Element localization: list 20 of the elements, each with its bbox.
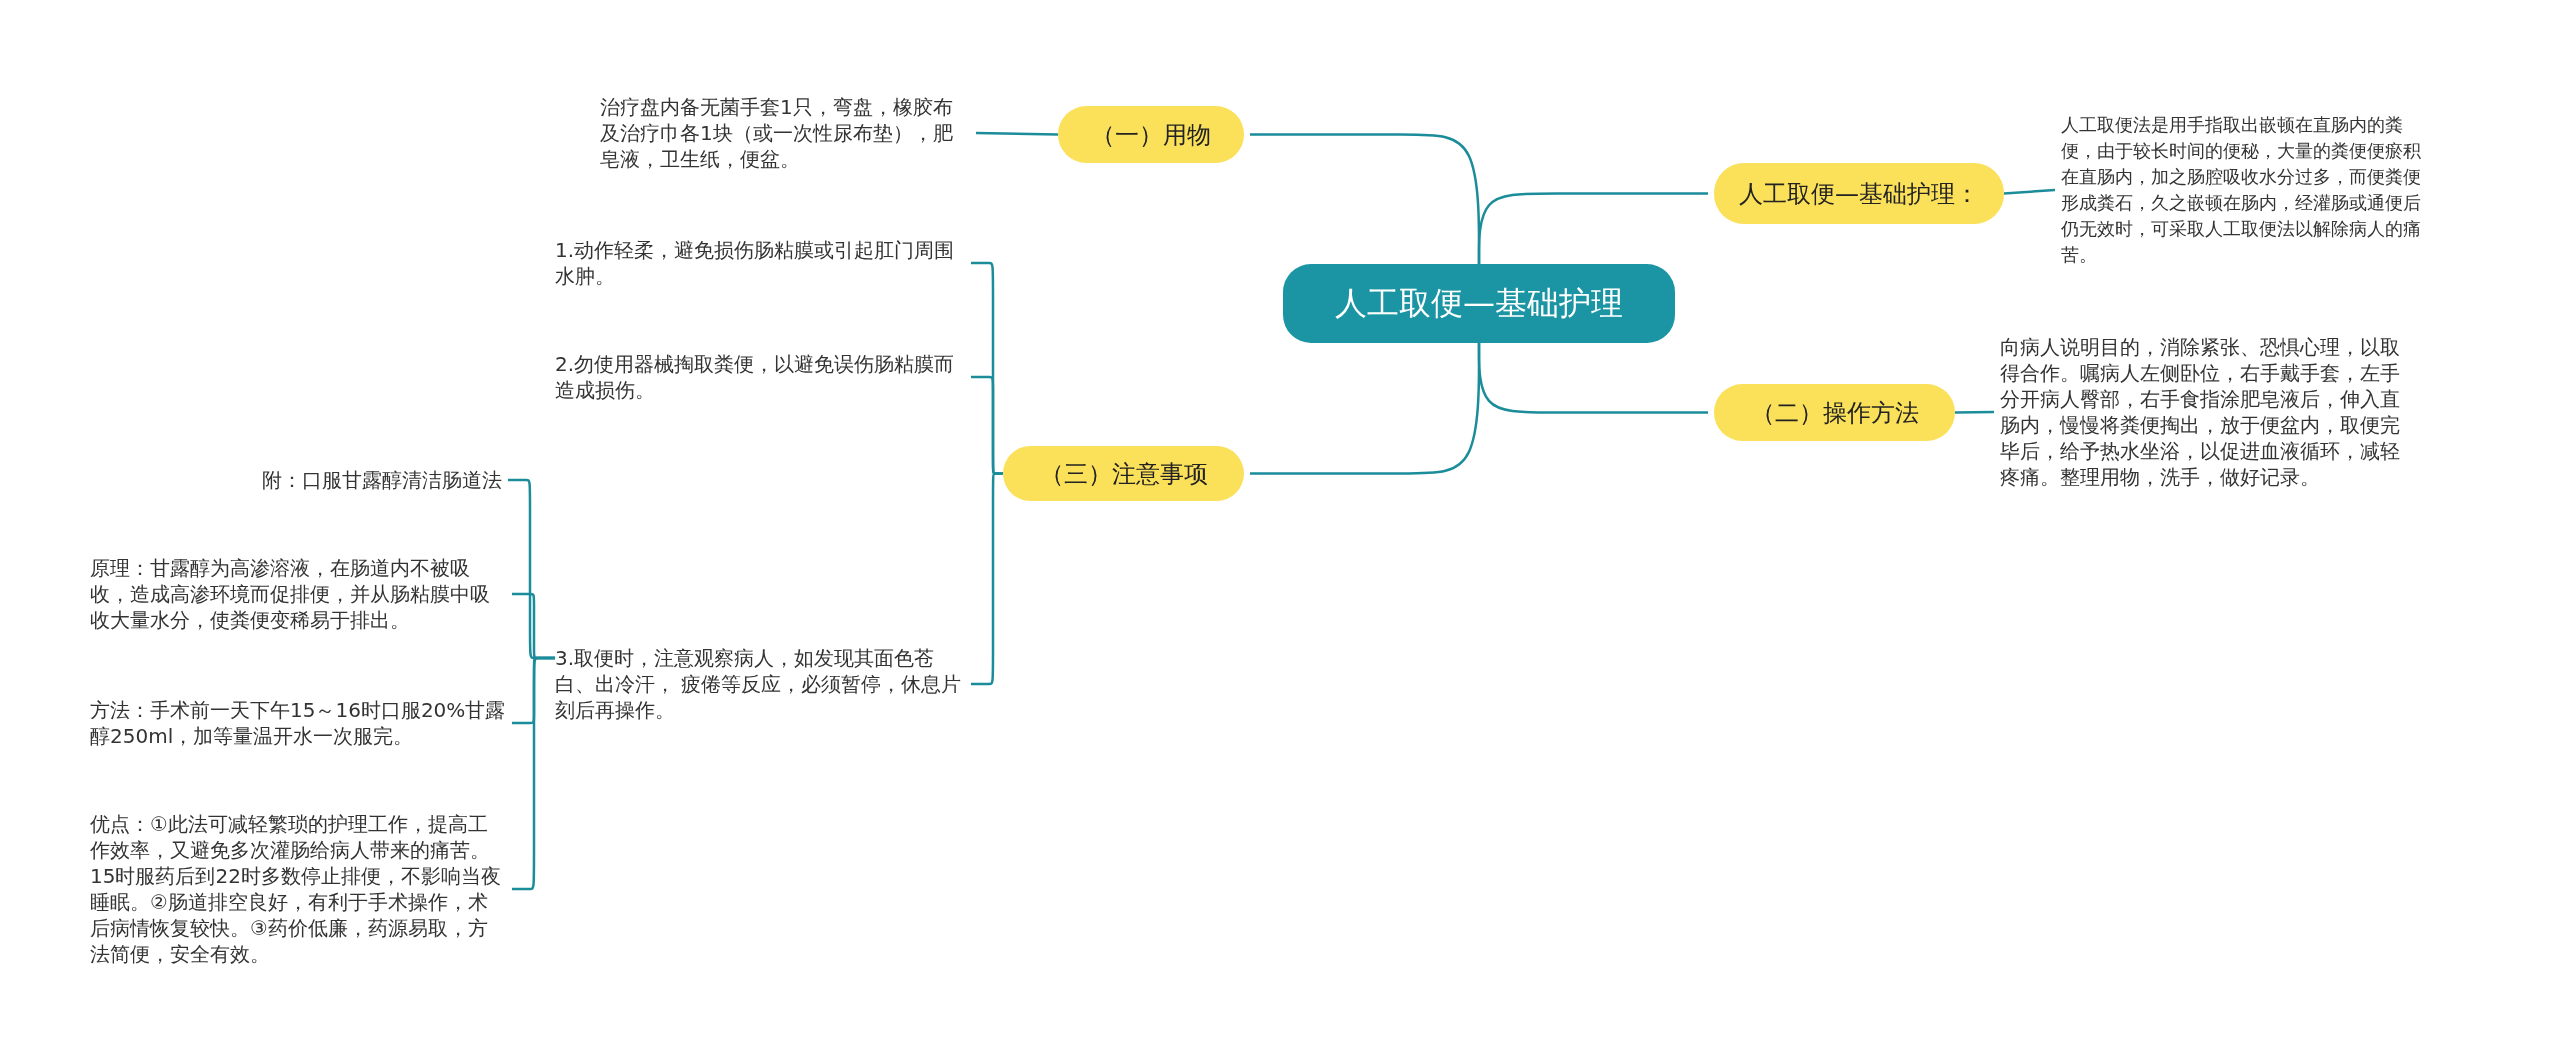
topic-pill: （二）操作方法 (1714, 384, 1955, 441)
topic-pill: 人工取便—基础护理： (1714, 163, 2004, 224)
note-text: 人工取便法是用手指取出嵌顿在直肠内的粪便，由于较长时间的便秘，大量的粪便便瘀积在直肠内，加之肠腔吸收水分过多，而便粪便形成粪石，久之嵌顿在肠内，经灌肠或通便后仍无效时，可采取人工取便法以解除病人的痛苦。 (2061, 112, 2433, 268)
topic-pill: （一）用物 (1058, 106, 1244, 163)
note-text: 治疗盘内备无菌手套1只，弯盘，橡胶布及治疗巾各1块（或一次性尿布垫），肥皂液，卫生纸，便盆。 (600, 94, 970, 172)
connector-line (2003, 188, 2056, 195)
connector-line (1250, 343, 1481, 475)
note-text: 向病人说明目的，消除紧张、恐惧心理，以取得合作。嘱病人左侧卧位，右手戴手套，左手分开病人臀部，右手食指涂肥皂液后，伸入直肠内，慢慢将粪便掏出，放于便盆内，取便完毕后，给予热水坐浴，以促进血液循环，减轻疼痛。整理用物，洗手，做好记录。 (2000, 334, 2410, 490)
note-text: 方法：手术前一天下午15～16时口服20%甘露醇250ml，加等量温开水一次服完。 (90, 697, 506, 749)
note-text: 2.勿使用器械掏取粪便，以避免误伤肠粘膜而造成损伤。 (555, 351, 965, 403)
note-text: 1.动作轻柔，避免损伤肠粘膜或引起肛门周围水肿。 (555, 237, 965, 289)
connector-line (1477, 192, 1708, 264)
note-text: 附：口服甘露醇清洁肠道法 (240, 467, 502, 493)
note-text: 原理：甘露醇为高渗溶液，在肠道内不被吸收，造成高渗环境而促排便，并从肠粘膜中吸收大量水分，使粪便变稀易于排出。 (90, 555, 506, 633)
note-text: 3.取便时，注意观察病人，如发现其面色苍白、出冷汗， 疲倦等反应，必须暂停，休息片刻后再操作。 (555, 645, 965, 723)
connector-line (975, 131, 1059, 136)
central-topic: 人工取便—基础护理 (1283, 264, 1675, 343)
note-text: 优点：①此法可减轻繁琐的护理工作，提高工作效率，又避免多次灌肠给病人带来的痛苦。15时服药后到22时多数停止排便，不影响当夜睡眠。②肠道排空良好，有利于手术操作，术后病情恢复较快。③药价低廉，药源易取，方法简便，安全有效。 (90, 811, 506, 967)
topic-pill: （三）注意事项 (1003, 446, 1244, 501)
connector-line (1955, 410, 1994, 414)
